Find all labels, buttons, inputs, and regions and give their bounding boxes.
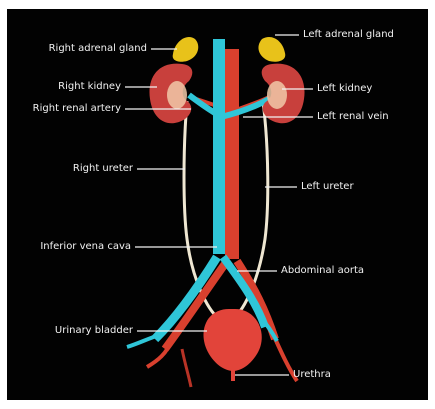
urinary-bladder [203,309,261,371]
label-left-ureter: Left ureter [301,181,354,193]
label-right-adrenal-gland: Right adrenal gland [13,43,147,55]
abdominal-aorta [225,49,239,259]
label-left-kidney: Left kidney [317,83,372,95]
label-abdominal-aorta: Abdominal aorta [281,265,364,277]
inferior-vena-cava [213,39,225,254]
left-kidney-pelvis [267,81,287,109]
label-urethra: Urethra [293,369,331,381]
right-pelvic-artery [147,339,172,367]
anatomy-diagram: Right adrenal gland Right kidney Right r… [7,9,428,400]
right-kidney-pelvis [167,81,187,109]
label-inferior-vena-cava: Inferior vena cava [13,241,131,253]
label-right-ureter: Right ureter [13,163,133,175]
right-pelvic-artery-branch [182,349,191,387]
left-adrenal-gland [258,37,285,62]
urinary-system-illustration [7,9,428,400]
label-left-adrenal-gland: Left adrenal gland [303,29,394,41]
label-urinary-bladder: Urinary bladder [13,325,133,337]
label-left-renal-vein: Left renal vein [317,111,389,123]
label-right-kidney: Right kidney [13,81,121,93]
label-right-renal-artery: Right renal artery [13,103,121,115]
